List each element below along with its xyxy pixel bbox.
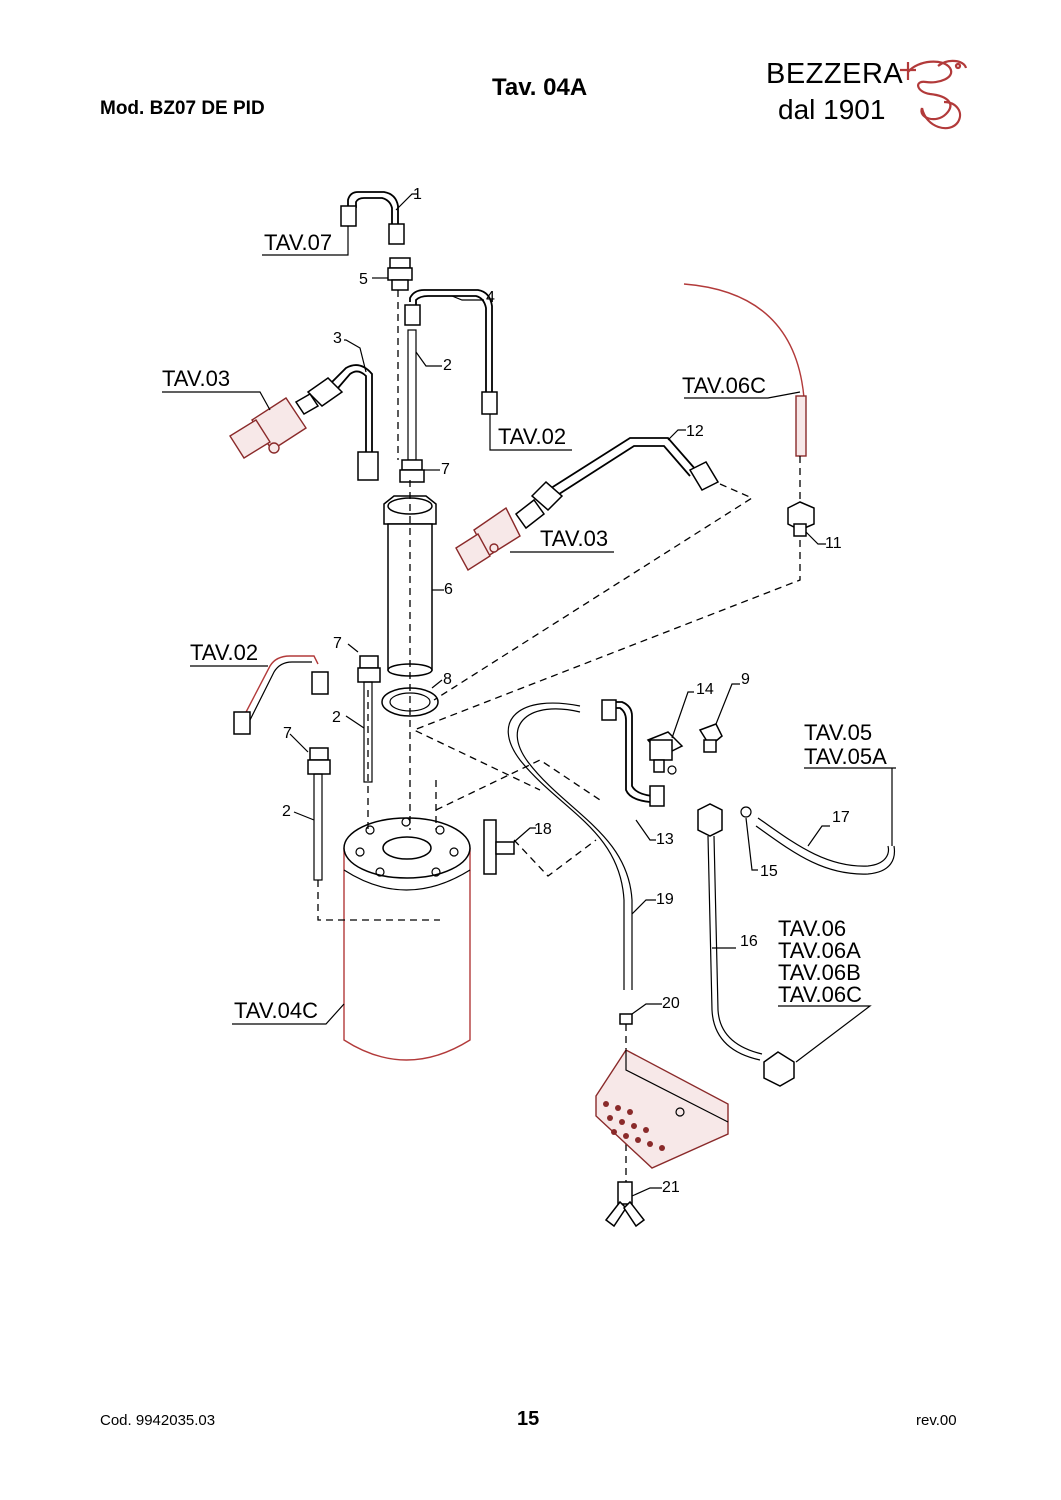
tee-part-18 [483, 819, 536, 875]
ref-tav06b: TAV.06B [778, 960, 861, 985]
pipe-part-4 [404, 289, 498, 415]
drip-tray [595, 1049, 729, 1169]
ref-tav02-top: TAV.02 [498, 424, 566, 449]
callout-6: 6 [444, 581, 453, 598]
callout-7-mid: 7 [333, 635, 342, 652]
callout-3: 3 [333, 330, 342, 347]
y-fitting-part-21 [604, 1181, 662, 1228]
callout-21: 21 [662, 1179, 680, 1196]
cylinder-part-6 [383, 495, 444, 677]
callout-20: 20 [662, 995, 680, 1012]
callout-16: 16 [740, 933, 758, 950]
pipe-part-13 [601, 699, 665, 841]
callout-1: 1 [413, 186, 422, 203]
callout-7-top: 7 [441, 461, 450, 478]
ref-tav07: TAV.07 [264, 230, 332, 255]
valve-tav03-mid [455, 498, 546, 571]
callout-15: 15 [760, 863, 778, 880]
clamp-part-15 [740, 806, 758, 871]
gasket-part-8 [381, 679, 443, 717]
callout-2-left: 2 [282, 803, 291, 820]
callout-7-left: 7 [283, 725, 292, 742]
ref-tav02-left: TAV.02 [190, 640, 258, 665]
callout-2-top: 2 [443, 357, 452, 374]
ref-tav06: TAV.06 [778, 916, 846, 941]
callout-14: 14 [696, 681, 714, 698]
callout-12: 12 [686, 423, 704, 440]
ref-tav03-top: TAV.03 [162, 366, 230, 391]
nipple-part-5 [372, 257, 413, 291]
probe-tav06c-top [683, 283, 807, 457]
callout-13: 13 [656, 831, 674, 848]
callout-2-mid: 2 [332, 709, 341, 726]
elbow-part-9 [698, 683, 740, 753]
boiler-tav04c [343, 817, 471, 1061]
callout-17: 17 [832, 809, 850, 826]
clip-part-20 [619, 1003, 662, 1025]
model-label: Mod. BZ07 DE PID [100, 98, 265, 119]
brand-since: dal 1901 [778, 94, 886, 125]
probe-cable-part-16 [697, 803, 795, 1087]
revision-label: rev.00 [916, 1412, 957, 1429]
pipe-tav02-left [233, 655, 329, 735]
hose-part-17 [755, 817, 896, 875]
ref-tav03-mid: TAV.03 [540, 526, 608, 551]
valve-tav03-top [229, 377, 344, 459]
fitting-part-7-left [289, 733, 331, 881]
brand-name: BEZZERA [766, 58, 904, 90]
ref-tav06c-top: TAV.06C [682, 373, 766, 398]
callout-11: 11 [825, 535, 842, 552]
ref-tav05: TAV.05 [804, 720, 872, 745]
valve-block-part-14 [646, 691, 694, 775]
ref-tav06a: TAV.06A [778, 938, 861, 963]
fitting-part-7-mid [345, 643, 381, 783]
page-number: 15 [517, 1408, 540, 1430]
callout-5: 5 [359, 271, 368, 288]
tube-part-2-top [407, 329, 442, 461]
callout-9: 9 [741, 671, 750, 688]
plate-title: Tav. 04A [492, 74, 588, 101]
fitting-part-7-top [399, 459, 440, 483]
callout-19: 19 [656, 891, 674, 908]
callout-4: 4 [486, 289, 495, 306]
callout-8: 8 [443, 671, 452, 688]
pipe-part-3 [331, 339, 379, 481]
tube-part-19 [507, 702, 656, 990]
pipe-part-12 [530, 429, 720, 512]
ref-tav04c: TAV.04C [234, 998, 318, 1023]
bezzera-eagle-logo [900, 59, 968, 130]
ref-tav05a: TAV.05A [804, 744, 887, 769]
callout-18: 18 [534, 821, 552, 838]
ref-tav06c-bottom: TAV.06C [778, 982, 862, 1007]
fitting-part-11 [787, 501, 826, 545]
document-code: Cod. 9942035.03 [100, 1412, 216, 1429]
pipe-part-1 [340, 191, 418, 245]
